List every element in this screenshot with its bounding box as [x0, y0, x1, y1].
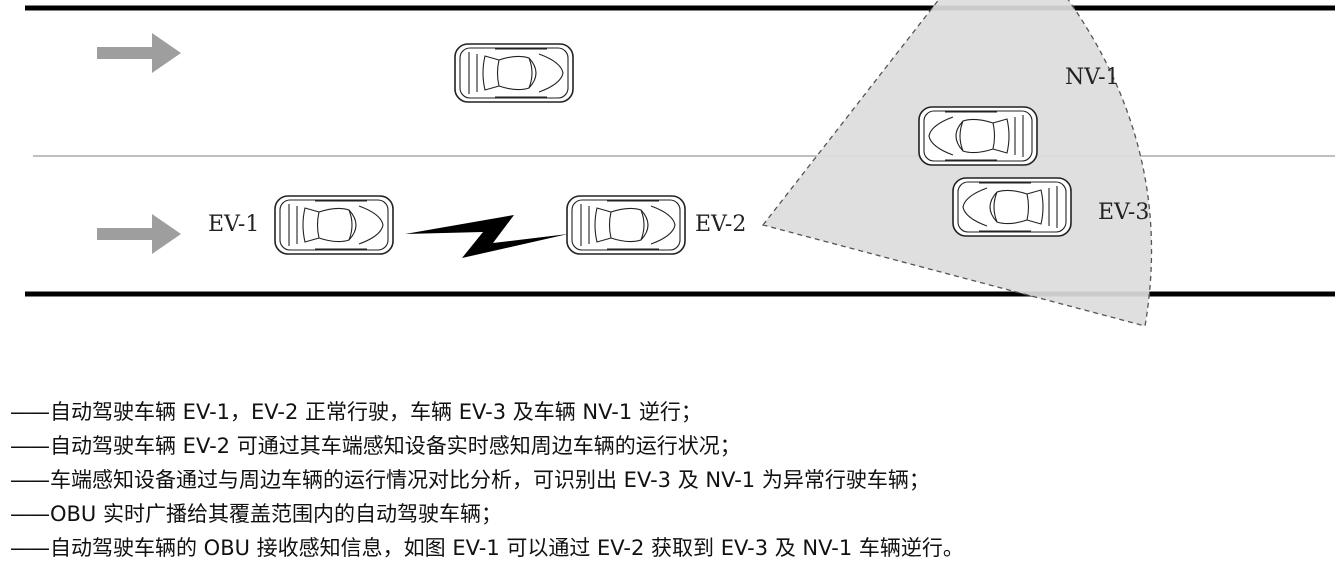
vehicle-top-lane: [454, 43, 574, 103]
legend-text: 自动驾驶车辆 EV-2 可通过其车端感知设备实时感知周边车辆的运行状况；: [50, 434, 741, 458]
legend-item: ——自动驾驶车辆 EV-1，EV-2 正常行驶，车辆 EV-3 及车辆 NV-1…: [10, 395, 1330, 429]
legend-dash: ——: [10, 434, 50, 458]
legend-item: ——OBU 实时广播给其覆盖范围内的自动驾驶车辆；: [10, 497, 1330, 531]
vehicle-ev1: [274, 195, 394, 255]
legend-text: 自动驾驶车辆 EV-1，EV-2 正常行驶，车辆 EV-3 及车辆 NV-1 逆…: [50, 400, 702, 424]
legend-item: ——自动驾驶车辆的 OBU 接收感知信息，如图 EV-1 可以通过 EV-2 获…: [10, 531, 1330, 565]
vehicle-ev2: [566, 195, 686, 255]
vehicle-ev3: [952, 177, 1072, 237]
label-nv1: NV-1: [1065, 65, 1120, 90]
label-ev1: EV-1: [208, 212, 259, 237]
lightning-link-icon: [405, 215, 568, 258]
right-arrow-icon: [97, 214, 181, 254]
right-arrow-icon: [97, 33, 181, 73]
vehicle-nv1: [918, 106, 1038, 166]
label-ev2: EV-2: [695, 212, 746, 237]
legend-text: 车端感知设备通过与周边车辆的运行情况对比分析，可识别出 EV-3 及 NV-1 …: [50, 468, 930, 492]
legend-dash: ——: [10, 536, 50, 560]
legend-dash: ——: [10, 468, 50, 492]
legend-text: 自动驾驶车辆的 OBU 接收感知信息，如图 EV-1 可以通过 EV-2 获取到…: [50, 536, 964, 560]
legend-dash: ——: [10, 502, 50, 526]
legend-item: ——车端感知设备通过与周边车辆的运行情况对比分析，可识别出 EV-3 及 NV-…: [10, 463, 1330, 497]
legend-dash: ——: [10, 400, 50, 424]
legend-list: ——自动驾驶车辆 EV-1，EV-2 正常行驶，车辆 EV-3 及车辆 NV-1…: [10, 395, 1330, 565]
road-scene: EV-1 EV-2 EV-3 NV-1: [25, 0, 1335, 327]
legend-text: OBU 实时广播给其覆盖范围内的自动驾驶车辆；: [50, 502, 502, 526]
label-ev3: EV-3: [1098, 200, 1149, 225]
legend-item: ——自动驾驶车辆 EV-2 可通过其车端感知设备实时感知周边车辆的运行状况；: [10, 429, 1330, 463]
